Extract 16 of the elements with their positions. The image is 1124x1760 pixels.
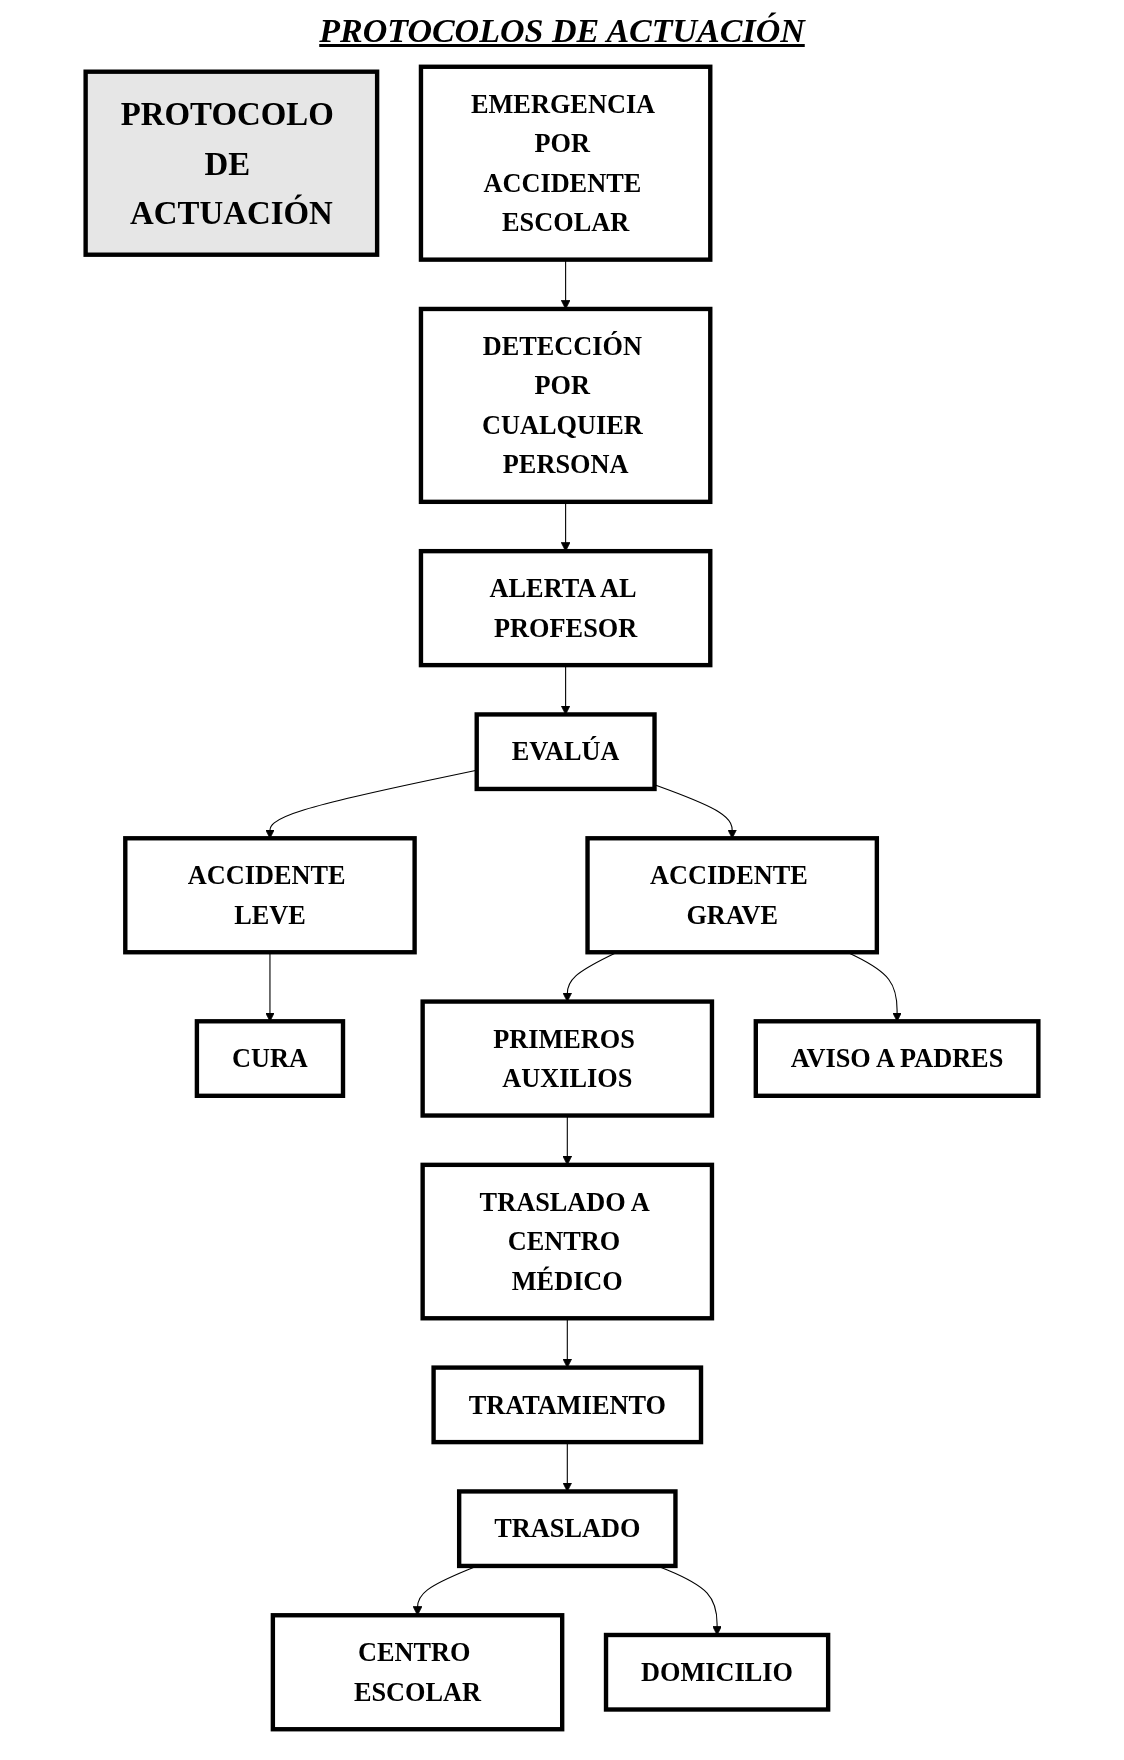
node-box: AVISO A PADRES (753, 1019, 1041, 1098)
node-box: PRIMEROS AUXILIOS (420, 999, 715, 1118)
node-box: DETECCIÓN POR CUALQUIER PERSONA (418, 306, 713, 505)
node-box: EMERGENCIA POR ACCIDENTE ESCOLAR (418, 64, 713, 262)
node-box: DOMICILIO (603, 1632, 831, 1712)
node-box: PROTOCOLO DE ACTUACIÓN (83, 69, 380, 257)
diagram-title: PROTOCOLOS DE ACTUACIÓN (318, 12, 807, 50)
node-box: EVALÚA (474, 712, 657, 792)
node-box: TRATAMIENTO (431, 1365, 704, 1445)
node-box: TRASLADO (456, 1489, 678, 1569)
node-box: ACCIDENTE GRAVE (585, 836, 880, 955)
node-box: ACCIDENTE LEVE (123, 836, 417, 955)
node-box: CENTRO ESCOLAR (270, 1613, 565, 1732)
node-box: ALERTA AL PROFESOR (418, 548, 713, 668)
node-box: CURA (194, 1019, 346, 1098)
node-box: TRASLADO A CENTRO MÉDICO (420, 1162, 715, 1321)
